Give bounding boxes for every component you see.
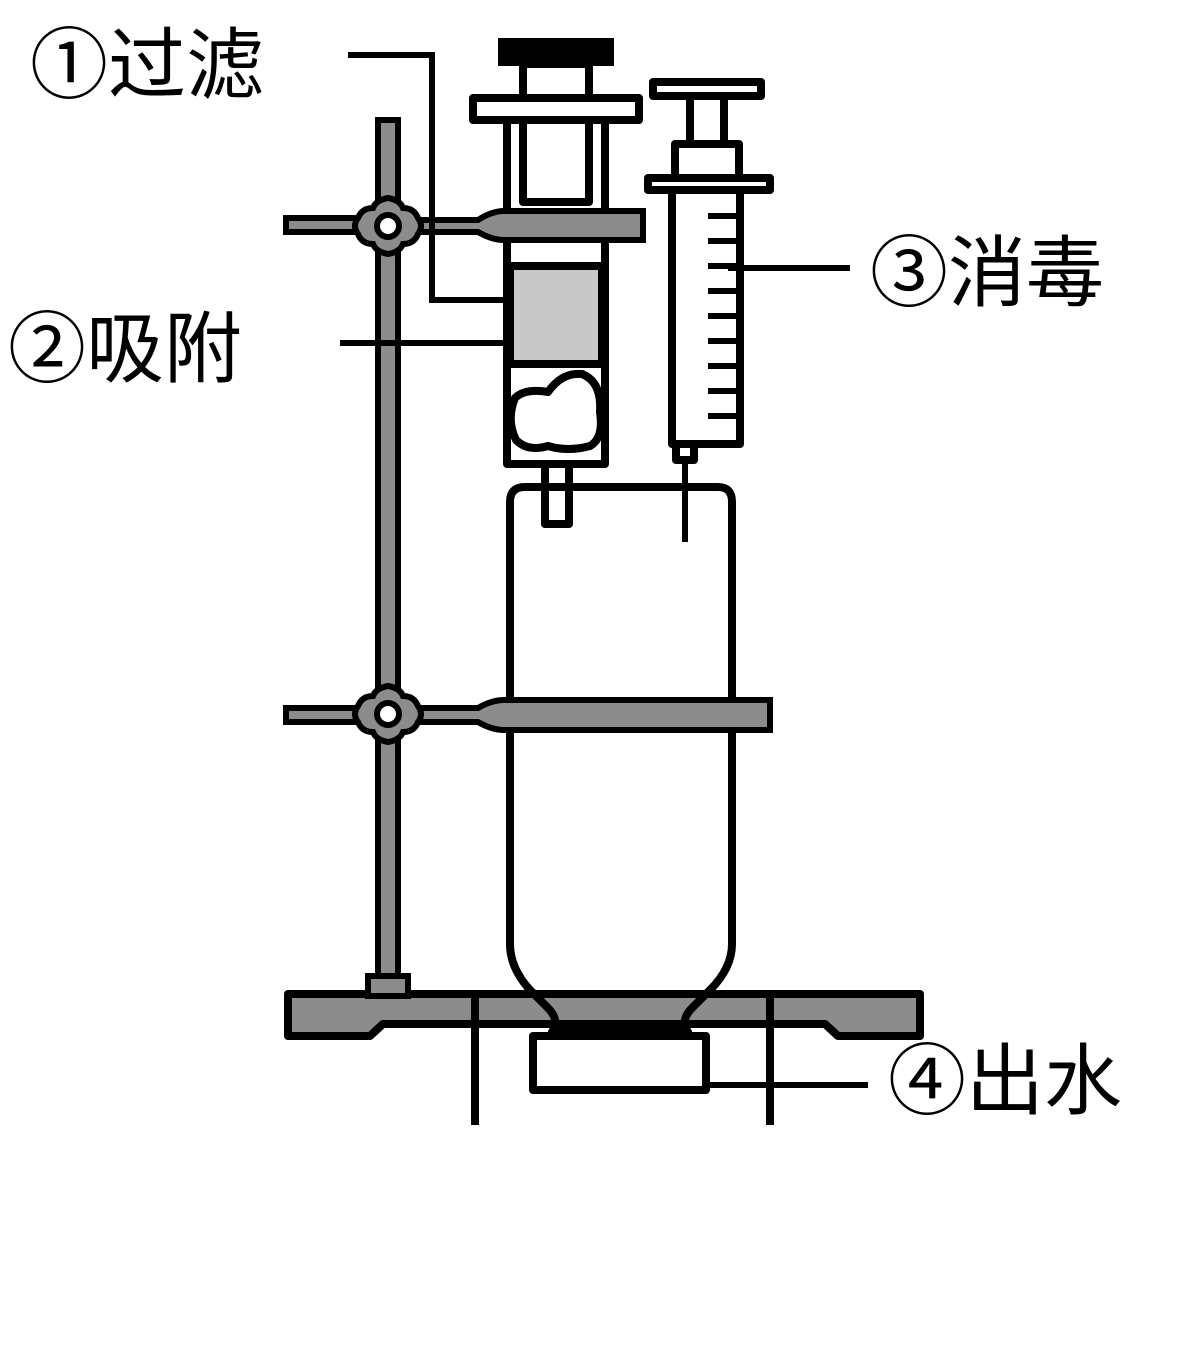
filter-plunger-body — [519, 116, 593, 206]
leader-filter — [348, 52, 507, 303]
syringe-top — [671, 140, 743, 182]
filter-plunger-neck — [519, 60, 593, 102]
stand-base — [284, 990, 924, 1040]
outlet-cap — [529, 1032, 710, 1094]
label-filter: ①过滤 — [30, 21, 264, 111]
label-outlet: ④出水 — [888, 1037, 1122, 1127]
adsorbent-layer — [508, 263, 604, 367]
beaker — [471, 990, 774, 1125]
syringe-plunger-rod — [686, 92, 728, 148]
cotton-blob — [506, 369, 605, 453]
rod-foot — [365, 973, 411, 999]
label-adsorb: ②吸附 — [8, 305, 242, 395]
syringe-tip — [672, 440, 698, 464]
upper-clamp — [283, 194, 646, 258]
label-disinfect: ③消毒 — [870, 229, 1104, 319]
lower-clamp — [283, 682, 773, 746]
syringe-graduations — [708, 213, 740, 419]
filter-nozzle — [541, 460, 573, 528]
bottle — [506, 483, 736, 1036]
